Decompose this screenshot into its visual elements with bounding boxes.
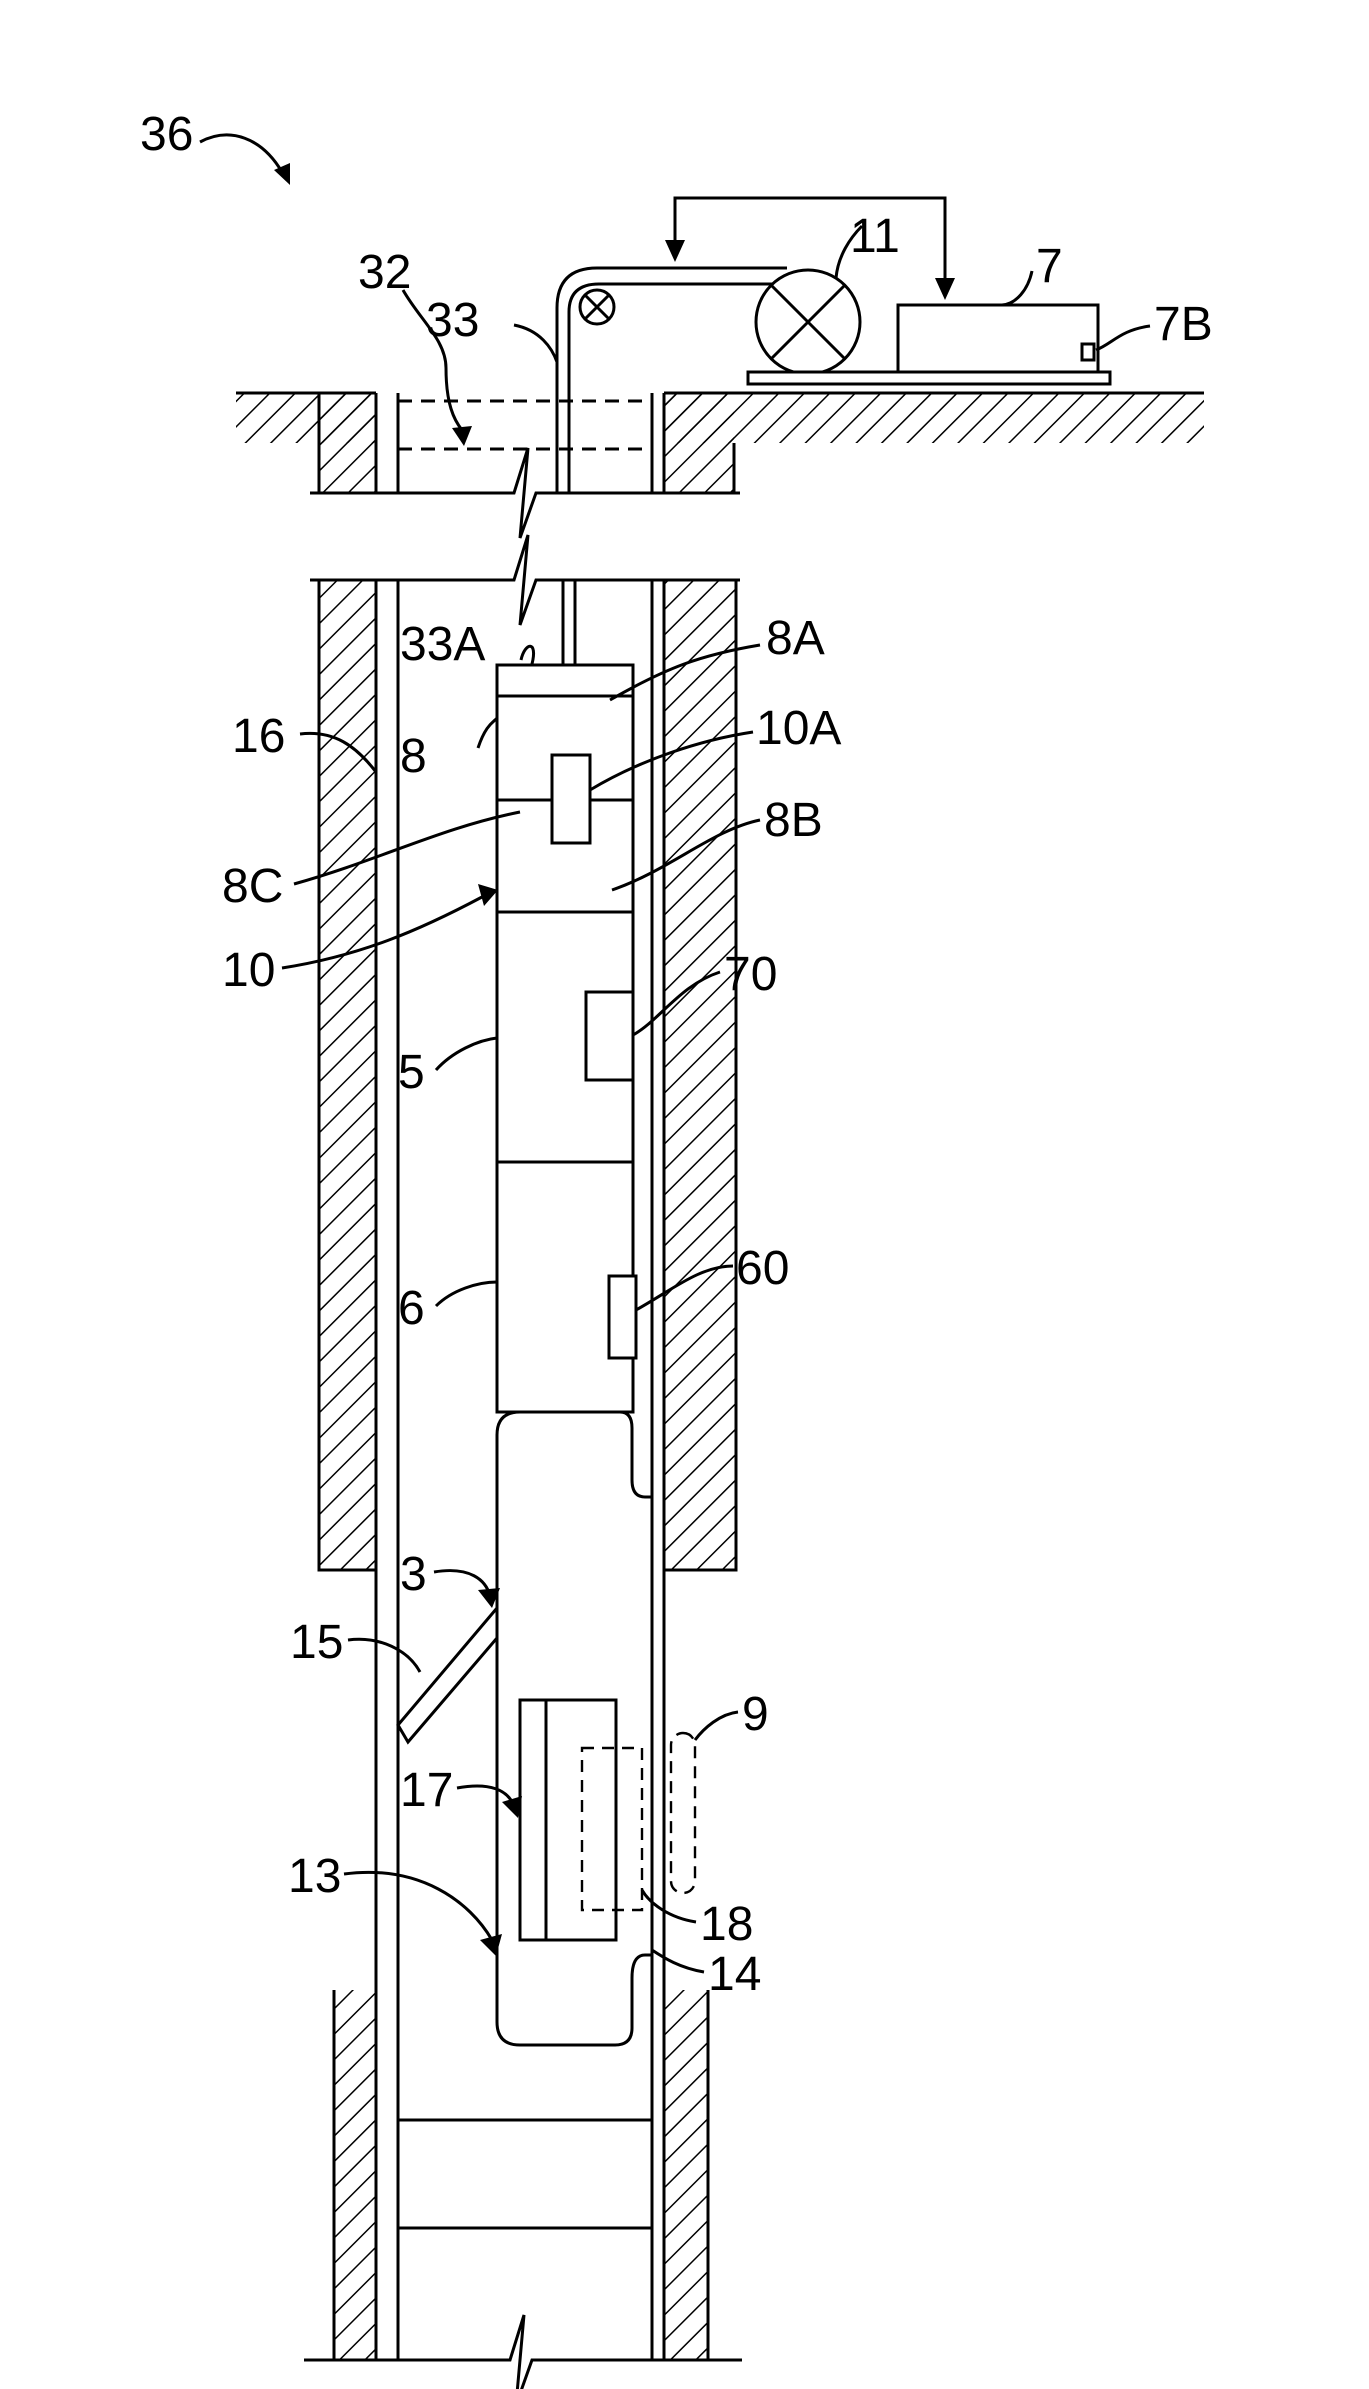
label-17: 17 [400,1764,453,1817]
label-8B: 8B [764,794,823,847]
label-6: 6 [398,1282,425,1335]
label-7B: 7B [1154,298,1213,351]
label-32: 32 [358,246,411,299]
label-10A: 10A [756,702,841,755]
label-33: 33 [426,294,479,347]
label-8C: 8C [222,860,283,913]
sheave [580,290,614,324]
label-60: 60 [736,1242,789,1295]
label-5: 5 [398,1046,425,1099]
surface-line [398,401,652,449]
label-36: 36 [140,108,193,161]
label-7: 7 [1036,240,1063,293]
label-3: 3 [400,1548,427,1601]
label-9: 9 [742,1688,769,1741]
label-15: 15 [290,1616,343,1669]
label-14: 14 [708,1948,761,2001]
spool [756,270,860,374]
label-8: 8 [400,730,427,783]
label-70: 70 [724,948,777,1001]
arm [398,1608,497,1742]
surface-unit [898,305,1098,372]
surface-ground [236,393,1204,493]
label-18: 18 [700,1898,753,1951]
label-13: 13 [288,1850,341,1903]
surface-platform [748,372,1110,384]
label-11: 11 [850,210,900,263]
label-10: 10 [222,944,275,997]
label-16: 16 [232,710,285,763]
label-8A: 8A [766,612,825,665]
label-33A: 33A [400,618,485,671]
